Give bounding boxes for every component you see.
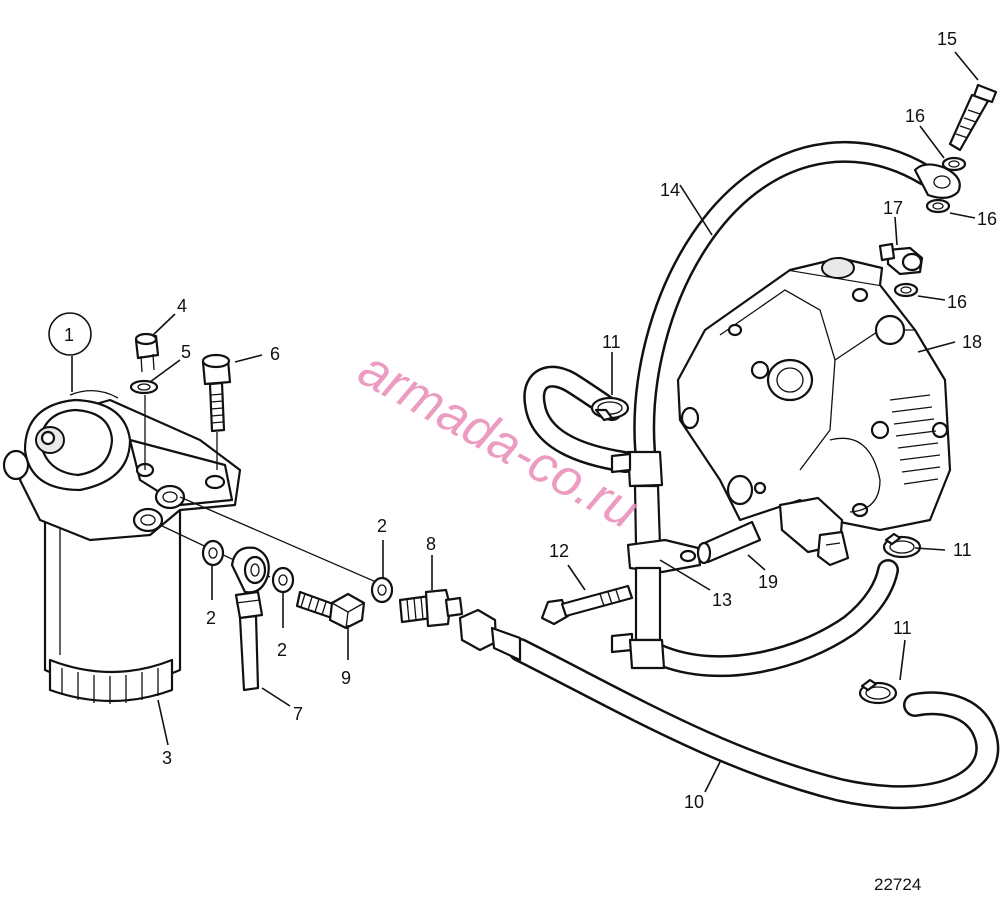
return-hose-loop: [523, 365, 636, 473]
banjo-bolt-17: [878, 242, 924, 276]
washer-5: [129, 379, 159, 395]
callout-14: 14: [660, 180, 680, 200]
bolt-6: [201, 353, 232, 433]
callout-17: 17: [883, 198, 903, 218]
callout-18: 18: [962, 332, 982, 352]
banjo-fitting-upper: [913, 163, 961, 199]
hose-14: [633, 140, 936, 461]
leader-lines: [48, 51, 979, 793]
callout-12: 12: [549, 541, 569, 561]
screw-4: [134, 332, 160, 373]
fuel-filter-assembly: [2, 390, 242, 704]
callout-15: 15: [937, 29, 957, 49]
hose-clamp-11b: [882, 532, 922, 559]
t-piece-lower: [610, 566, 666, 670]
callout-4: 4: [177, 296, 187, 316]
banjo-bolt-9: [295, 590, 366, 630]
washer-2b: [271, 566, 295, 594]
pipe-19: [696, 520, 762, 565]
washer-2c: [370, 576, 394, 604]
callout-13: 13: [712, 590, 732, 610]
watermark-text: armada-co.ru: [349, 340, 648, 541]
t-piece-upper: [610, 450, 664, 547]
callout-9: 9: [341, 668, 351, 688]
callout-1: 1: [64, 325, 74, 345]
washer-16c: [893, 282, 919, 298]
callout-6: 6: [270, 344, 280, 364]
washer-16a: [941, 156, 967, 172]
high-pressure-pump-18: [676, 256, 952, 567]
callout-11b: 11: [953, 540, 972, 560]
callout-2c: 2: [377, 516, 387, 536]
callout-11a: 11: [602, 332, 621, 352]
figure-number: 22724: [874, 875, 921, 894]
callout-16b: 16: [977, 209, 997, 229]
bracket-13: [626, 538, 702, 574]
hose-10: [508, 638, 1000, 810]
callout-2a: 2: [206, 608, 216, 628]
callout-19: 19: [758, 572, 778, 592]
washer-2a: [201, 539, 225, 567]
washer-16b: [925, 198, 951, 214]
callout-7: 7: [293, 704, 303, 724]
hose-clamp-11a: [590, 396, 630, 422]
callout-5: 5: [181, 342, 191, 362]
callout-16c: 16: [947, 292, 967, 312]
callout-labels: 1 2 2 2 3 4 5 6 7 8 9 10 11 11 11 12 13 …: [64, 29, 997, 812]
callout-8: 8: [426, 534, 436, 554]
hose-clamp-11c: [858, 678, 898, 705]
fitting-8: [398, 588, 464, 628]
callout-10: 10: [684, 792, 704, 812]
banjo-fitting-7: [230, 546, 270, 692]
callout-16a: 16: [905, 106, 925, 126]
bolt-15: [948, 83, 998, 152]
hose-10-nut: [458, 608, 522, 662]
callout-2b: 2: [277, 640, 287, 660]
bolt-12: [540, 584, 634, 626]
lower-return-hose: [649, 559, 899, 678]
callout-11c: 11: [893, 618, 912, 638]
callout-3: 3: [162, 748, 172, 768]
